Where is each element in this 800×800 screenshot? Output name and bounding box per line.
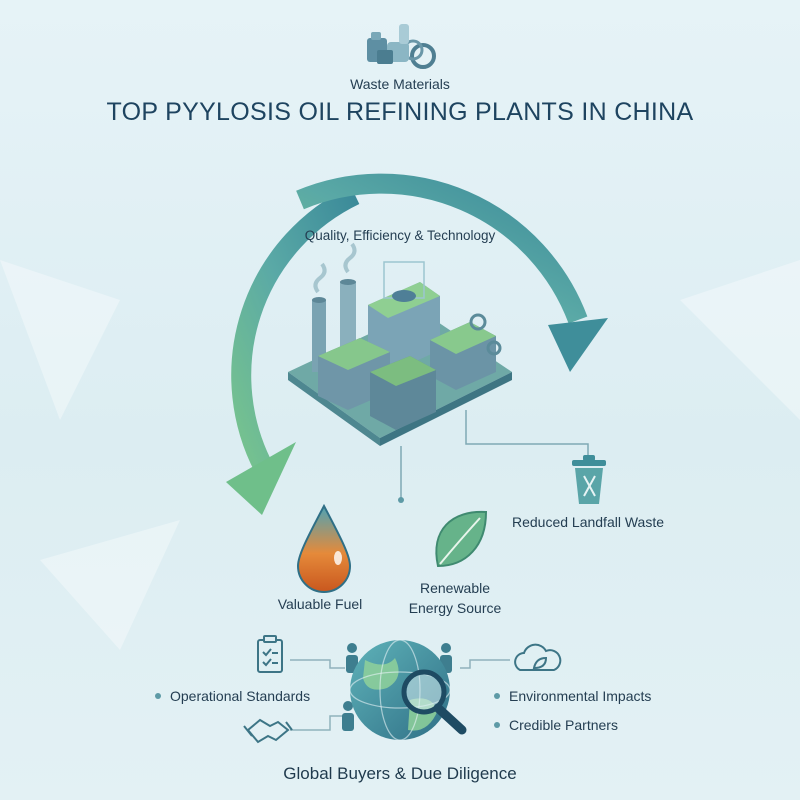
person-icon: [342, 643, 452, 731]
background-shapes: [0, 260, 800, 650]
waste-pile-icon: [367, 24, 436, 69]
environmental-impacts-item: Environmental Impacts: [494, 688, 651, 704]
cloud-leaf-icon: [514, 643, 562, 671]
operational-standards-text: Operational Standards: [170, 688, 311, 704]
bullet-dot: [155, 693, 161, 699]
operational-standards-item: Operational Standards: [155, 688, 310, 704]
trash-bin-icon: [572, 455, 606, 504]
connector-lines: [398, 410, 589, 503]
page-title: TOP PYYLOSIS OIL REFINING PLANTS IN CHIN…: [106, 98, 694, 126]
leaf-icon: [435, 510, 488, 568]
cycle-arrows: [226, 173, 608, 515]
oil-drop-icon: [296, 503, 352, 593]
credible-partners-item: Credible Partners: [494, 717, 618, 733]
reduced-landfill-label: Reduced Landfall Waste: [511, 514, 665, 530]
renewable-energy-label: Renewable Energy Source: [385, 578, 525, 618]
renewable-line2: Energy Source: [408, 600, 502, 616]
footer-label: Global Buyers & Due Diligence: [283, 764, 517, 783]
checklist-icon: [257, 635, 283, 673]
cycle-center-label: Quality, Efficiency & Technology: [304, 228, 496, 243]
bullet-dot: [494, 693, 500, 699]
factory-icon: [288, 242, 512, 446]
globe-search-icon: [349, 639, 467, 741]
credible-partners-text: Credible Partners: [509, 717, 618, 733]
renewable-line1: Renewable: [419, 580, 491, 596]
handshake-icon: [243, 718, 293, 744]
bullet-dot: [494, 722, 500, 728]
network-lines: [290, 659, 510, 731]
waste-materials-label: Waste Materials: [350, 76, 450, 92]
environmental-impacts-text: Environmental Impacts: [509, 688, 652, 704]
valuable-fuel-label: Valuable Fuel: [277, 596, 363, 612]
